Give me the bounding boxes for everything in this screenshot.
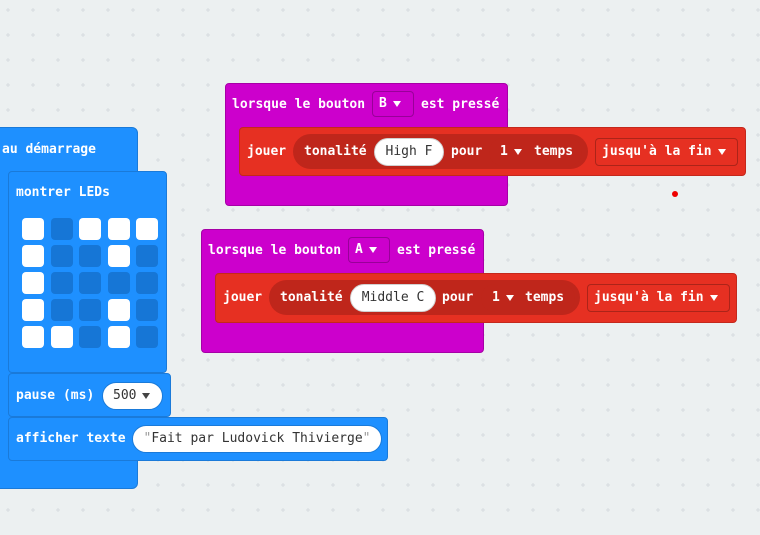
led-cell[interactable] xyxy=(50,272,73,294)
quote-close: " xyxy=(362,431,371,446)
button-a-dropdown[interactable]: A xyxy=(348,237,390,263)
led-cell[interactable] xyxy=(136,245,158,267)
tone-label-b: tonalité xyxy=(304,144,367,159)
led-cell[interactable] xyxy=(79,272,101,294)
led-cell[interactable] xyxy=(79,299,101,321)
button-b-prefix: lorsque le bouton xyxy=(232,97,366,112)
led-cell[interactable] xyxy=(22,218,44,240)
tone-label-a: tonalité xyxy=(280,290,343,305)
led-cell[interactable] xyxy=(22,272,44,294)
mode-value-a: jusqu'à la fin xyxy=(594,290,704,305)
mode-dropdown-a[interactable]: jusqu'à la fin xyxy=(587,284,730,312)
button-a-suffix: est pressé xyxy=(397,243,476,258)
play-label-b: jouer xyxy=(247,144,287,159)
tone-value-a[interactable]: Middle C xyxy=(350,284,436,312)
for-label-b: pour xyxy=(451,144,483,159)
chevron-down-icon xyxy=(368,246,377,253)
led-cell[interactable] xyxy=(79,326,101,348)
for-label-a: pour xyxy=(442,290,474,305)
led-cell[interactable] xyxy=(22,245,44,267)
beats-number-b: 1 xyxy=(500,144,508,159)
led-cell[interactable] xyxy=(50,218,73,240)
led-cell[interactable] xyxy=(107,299,130,321)
led-cell[interactable] xyxy=(107,218,130,240)
show-leds-label: montrer LEDs xyxy=(16,185,110,200)
button-a-prefix: lorsque le bouton xyxy=(208,243,342,258)
led-cell[interactable] xyxy=(22,299,44,321)
chevron-down-icon xyxy=(142,392,151,399)
beats-label-b: temps xyxy=(534,144,574,159)
beats-label-a: temps xyxy=(525,290,565,305)
chevron-down-icon xyxy=(505,294,514,301)
beats-value-a: 1 xyxy=(492,290,514,306)
pause-label: pause (ms) xyxy=(16,388,95,403)
quote-open: " xyxy=(143,431,152,446)
led-cell[interactable] xyxy=(79,218,101,240)
on-start-label: au démarrage xyxy=(2,142,96,157)
button-a-value: A xyxy=(355,242,363,257)
led-cell[interactable] xyxy=(136,326,158,348)
led-matrix[interactable] xyxy=(22,218,162,350)
pause-value: 500 xyxy=(113,388,137,403)
led-cell[interactable] xyxy=(107,326,130,348)
show-string-label: afficher texte xyxy=(16,431,126,446)
chevron-down-icon xyxy=(717,148,726,155)
pause-value-dropdown[interactable]: 500 xyxy=(102,382,163,410)
chevron-down-icon xyxy=(392,100,401,107)
chevron-down-icon xyxy=(709,294,718,301)
led-cell[interactable] xyxy=(107,245,130,267)
button-b-value: B xyxy=(379,96,387,111)
led-cell[interactable] xyxy=(79,245,101,267)
beats-slot-a[interactable] xyxy=(481,284,575,312)
mode-value-b: jusqu'à la fin xyxy=(602,144,712,159)
button-b-suffix: est pressé xyxy=(421,97,500,112)
led-cell[interactable] xyxy=(107,272,130,294)
beats-number-a: 1 xyxy=(492,290,500,305)
led-cell[interactable] xyxy=(136,218,158,240)
led-cell[interactable] xyxy=(136,299,158,321)
led-cell[interactable] xyxy=(22,326,44,348)
led-cell[interactable] xyxy=(50,245,73,267)
show-string-value: Fait par Ludovick Thivierge xyxy=(151,431,363,446)
led-cell[interactable] xyxy=(50,299,73,321)
mode-dropdown-b[interactable]: jusqu'à la fin xyxy=(595,138,738,166)
led-cell[interactable] xyxy=(50,326,73,348)
beats-value-b: 1 xyxy=(500,144,522,160)
button-b-dropdown[interactable]: B xyxy=(372,91,414,117)
beats-slot-b[interactable] xyxy=(489,138,582,166)
tone-value-b[interactable]: High F xyxy=(374,138,444,166)
show-string-input[interactable]: "Fait par Ludovick Thivierge" xyxy=(132,425,382,453)
play-label-a: jouer xyxy=(223,290,263,305)
led-cell[interactable] xyxy=(136,272,158,294)
breakpoint-dot xyxy=(672,191,678,197)
chevron-down-icon xyxy=(513,148,522,155)
